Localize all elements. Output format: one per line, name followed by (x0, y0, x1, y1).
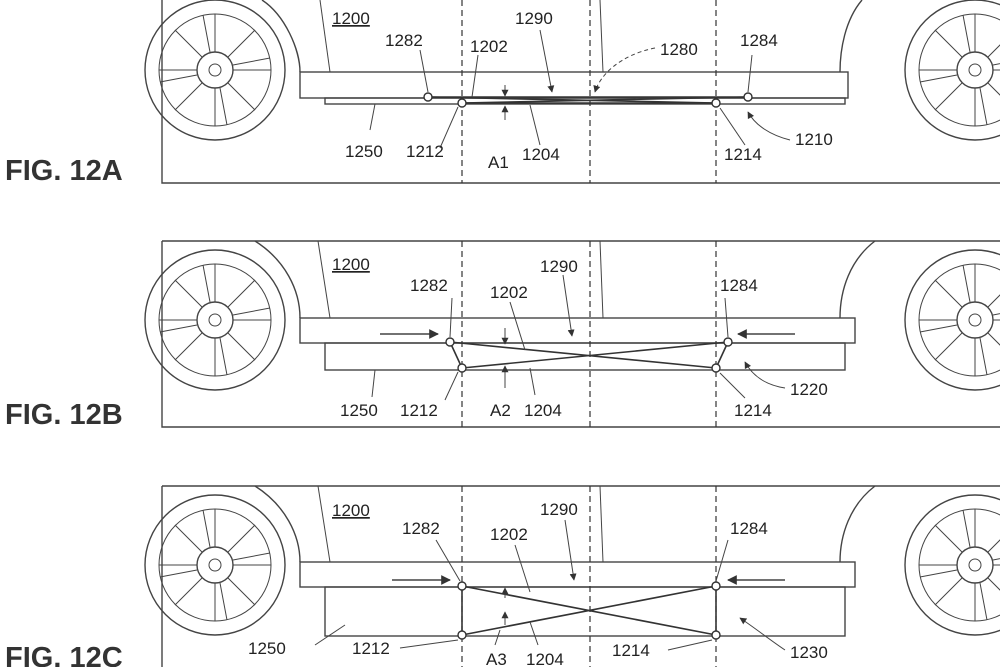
label-1284: 1284 (720, 276, 758, 295)
panel-frame (161, 485, 1000, 667)
label-1202: 1202 (490, 283, 528, 302)
battery-body (324, 586, 846, 637)
joint-1212 (457, 98, 467, 108)
strut-lower (461, 341, 729, 369)
right-wheel-icon (904, 0, 1000, 141)
figure-title: FIG. 12A (5, 155, 123, 187)
joint-1284 (711, 581, 721, 591)
label-1250: 1250 (248, 639, 286, 658)
left-wheel-icon (144, 494, 286, 636)
rocker-panel (299, 317, 856, 344)
label-1282: 1282 (402, 519, 440, 538)
joint-1282 (445, 337, 455, 347)
label-angle: A1 (488, 153, 509, 172)
label-vehicle: 1200 (332, 501, 370, 520)
label-1214: 1214 (612, 641, 650, 660)
label-1250: 1250 (340, 401, 378, 420)
joint-1284 (743, 92, 753, 102)
label-1290: 1290 (540, 257, 578, 276)
label-1290: 1290 (540, 500, 578, 519)
figure-12b-panel: FIG. 12B 1200 1282 1202 1290 1284 1250 1… (5, 240, 1000, 431)
label-angle: A2 (490, 401, 511, 420)
battery-body (324, 342, 846, 371)
label-vehicle: 1200 (332, 255, 370, 274)
joint-1284 (723, 337, 733, 347)
label-state: 1210 (795, 130, 833, 149)
label-1214: 1214 (734, 401, 772, 420)
strut-lower (461, 585, 717, 636)
label-1284: 1284 (740, 31, 778, 50)
panel-frame (161, 0, 1000, 184)
joint-1214 (711, 630, 721, 640)
label-1214: 1214 (724, 145, 762, 164)
label-vehicle: 1200 (332, 9, 370, 28)
label-1280: 1280 (660, 40, 698, 59)
figure-12c-panel: FIG. 12C 1200 1282 1202 1290 1284 1250 1… (5, 485, 1000, 667)
label-1250: 1250 (345, 142, 383, 161)
figure-12a-panel: FIG. 12A 1200 1282 1202 1290 1280 1284 1… (5, 0, 1000, 187)
battery-body (324, 97, 846, 105)
joint-1282 (423, 92, 433, 102)
joint-1212 (457, 363, 467, 373)
joint-1282 (457, 581, 467, 591)
right-wheel-icon (904, 249, 1000, 391)
label-angle: A3 (486, 650, 507, 667)
label-1290: 1290 (515, 9, 553, 28)
label-1284: 1284 (730, 519, 768, 538)
label-1212: 1212 (400, 401, 438, 420)
label-1282: 1282 (385, 31, 423, 50)
label-state: 1220 (790, 380, 828, 399)
label-1212: 1212 (406, 142, 444, 161)
label-1204: 1204 (524, 401, 562, 420)
label-1202: 1202 (470, 37, 508, 56)
rocker-panel (299, 71, 849, 99)
figure-title: FIG. 12B (5, 399, 123, 431)
joint-1212 (457, 630, 467, 640)
left-wheel-icon (144, 0, 286, 141)
joint-1214 (711, 363, 721, 373)
strut-upper (449, 341, 717, 369)
label-1204: 1204 (526, 650, 564, 667)
label-1204: 1204 (522, 145, 560, 164)
left-wheel-icon (144, 249, 286, 391)
joint-1214 (711, 98, 721, 108)
label-1282: 1282 (410, 276, 448, 295)
label-state: 1230 (790, 643, 828, 662)
right-wheel-icon (904, 494, 1000, 636)
panel-frame (161, 240, 1000, 428)
rocker-panel (299, 561, 856, 588)
label-1202: 1202 (490, 525, 528, 544)
figure-title: FIG. 12C (5, 642, 123, 667)
label-1212: 1212 (352, 639, 390, 658)
strut-lower (461, 96, 749, 104)
